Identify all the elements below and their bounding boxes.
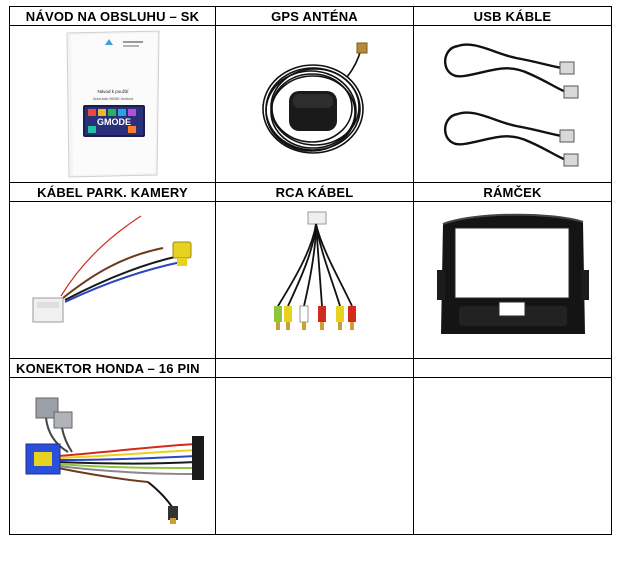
image-row-1: Návod k použití Autorádio 9608E Android … bbox=[9, 25, 612, 183]
header-frame: RÁMČEK bbox=[413, 182, 612, 202]
gps-antenna-image bbox=[261, 42, 367, 154]
accessories-table: NÁVOD NA OBSLUHU – SK GPS ANTÉNA USB KÁB… bbox=[9, 6, 612, 535]
header-usb-cables: USB KÁBLE bbox=[413, 6, 612, 26]
cell-parking-camera-cable bbox=[9, 201, 216, 359]
header-row-1: NÁVOD NA OBSLUHU – SK GPS ANTÉNA USB KÁB… bbox=[9, 6, 612, 26]
image-row-3 bbox=[9, 377, 612, 535]
manual-subtitle: Autorádio 9608E Android bbox=[93, 97, 133, 101]
header-rca-cable: RCA KÁBEL bbox=[215, 182, 414, 202]
header-empty-2 bbox=[413, 358, 612, 378]
parking-camera-cable-image bbox=[32, 215, 191, 323]
dash-frame-image bbox=[436, 213, 589, 334]
manual-logo-text: GMODE bbox=[96, 117, 130, 127]
header-row-3: KONEKTOR HONDA – 16 PIN bbox=[9, 358, 612, 378]
cell-manual: Návod k použití Autorádio 9608E Android … bbox=[9, 25, 216, 183]
cell-usb-cables bbox=[413, 25, 612, 183]
header-honda-connector: KONEKTOR HONDA – 16 PIN bbox=[9, 358, 216, 378]
manual-title: Návod k použití bbox=[97, 89, 129, 94]
honda-16pin-connector-image bbox=[25, 397, 204, 524]
header-parking-camera-cable: KÁBEL PARK. KAMERY bbox=[9, 182, 216, 202]
cell-honda-connector bbox=[9, 377, 216, 535]
header-gps-antenna: GPS ANTÉNA bbox=[215, 6, 414, 26]
manual-booklet-image: Návod k použití Autorádio 9608E Android … bbox=[65, 30, 160, 178]
rca-cable-image bbox=[273, 211, 356, 330]
cell-rca-cable bbox=[215, 201, 414, 359]
header-manual: NÁVOD NA OBSLUHU – SK bbox=[9, 6, 216, 26]
cell-empty-2 bbox=[413, 377, 612, 535]
usb-cables-image bbox=[443, 43, 578, 167]
cell-gps-antenna bbox=[215, 25, 414, 183]
header-row-2: KÁBEL PARK. KAMERY RCA KÁBEL RÁMČEK bbox=[9, 182, 612, 202]
cell-empty-1 bbox=[215, 377, 414, 535]
header-empty-1 bbox=[215, 358, 414, 378]
image-row-2 bbox=[9, 201, 612, 359]
cell-frame bbox=[413, 201, 612, 359]
